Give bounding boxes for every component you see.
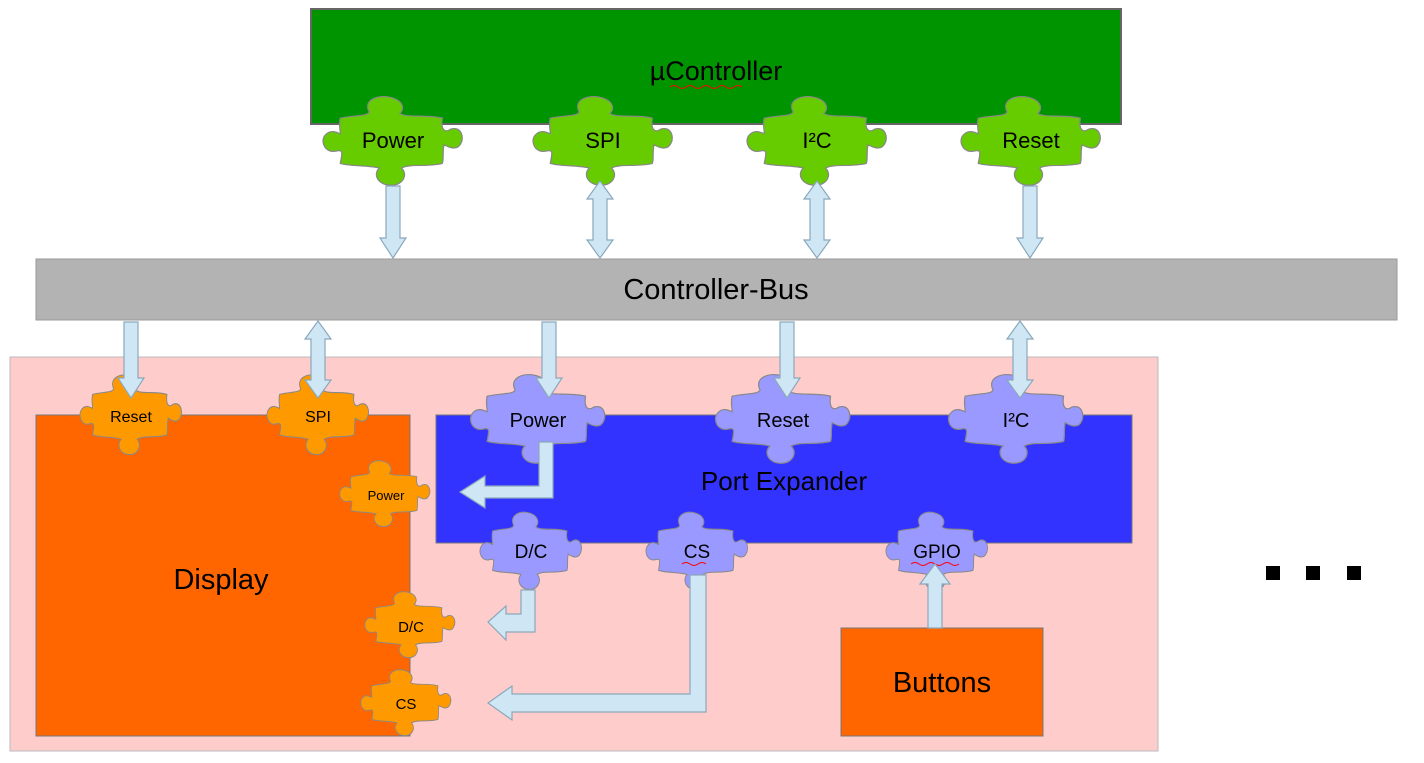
- microcontroller-title-underline: [669, 85, 743, 89]
- arrow-buttons-to-gpio: [918, 563, 952, 629]
- svg-text:Reset: Reset: [1002, 128, 1059, 153]
- arrow-mcu-power-down: [378, 185, 408, 260]
- port-expander-pin-power: Power: [469, 373, 606, 464]
- port-expander-pin-gpio: GPIO: [885, 511, 989, 590]
- svg-text:D/C: D/C: [515, 542, 548, 563]
- mcu-pin-i2c: I²C: [746, 95, 887, 186]
- svg-text:SPI: SPI: [585, 128, 620, 153]
- arrow-bus-power-expander: [534, 321, 564, 400]
- display-pin-cs: CS: [360, 669, 452, 737]
- mcu-pin-reset: Reset: [960, 95, 1101, 186]
- port-expander-pin-dc: D/C: [479, 511, 583, 590]
- arrow-mcu-spi-both: [585, 179, 615, 260]
- ellipsis-more: [1266, 566, 1361, 580]
- svg-text:Power: Power: [510, 410, 567, 432]
- svg-text:Reset: Reset: [110, 409, 152, 426]
- port-expander-pin-i2c: I²C: [947, 373, 1084, 464]
- svg-text:GPIO: GPIO: [913, 542, 961, 563]
- mcu-pin-power: Power: [322, 95, 463, 186]
- arrow-mcu-i2c-both: [802, 179, 832, 260]
- arrow-mcu-reset-down: [1015, 185, 1045, 260]
- svg-text:D/C: D/C: [398, 619, 424, 636]
- microcontroller-title: µController: [650, 56, 783, 86]
- controller-bus-label: Controller-Bus: [623, 274, 808, 306]
- arrow-bus-reset-expander: [772, 321, 802, 400]
- buttons-box: [840, 627, 1044, 737]
- port-expander-pin-reset: Reset: [714, 373, 851, 464]
- svg-text:I²C: I²C: [1003, 410, 1030, 432]
- svg-text:Power: Power: [362, 128, 424, 153]
- port-expander-title: Port Expander: [701, 466, 868, 496]
- display-pin-power: Power: [339, 460, 431, 528]
- mcu-pin-spi: SPI: [532, 95, 673, 186]
- arrow-bus-i2c-expander: [1005, 319, 1035, 400]
- svg-text:CS: CS: [684, 542, 710, 563]
- display-title: Display: [173, 564, 269, 596]
- svg-text:Power: Power: [368, 488, 406, 503]
- arrow-dc-to-display: [487, 589, 536, 642]
- arrow-bus-spi-display: [303, 319, 333, 400]
- display-pin-dc: D/C: [364, 591, 456, 659]
- display-pin-spi: SPI: [266, 374, 370, 456]
- svg-text:I²C: I²C: [802, 128, 831, 153]
- controller-bus: [35, 258, 1398, 321]
- microcontroller-box: [310, 8, 1122, 125]
- buttons-label: Buttons: [893, 667, 991, 699]
- arrow-cs-to-display: [486, 574, 707, 722]
- cs-underline: [681, 562, 707, 566]
- display-pin-reset: Reset: [79, 374, 183, 456]
- port-expander-pin-cs: CS: [645, 511, 749, 590]
- svg-text:CS: CS: [396, 696, 417, 713]
- display-box: [35, 414, 411, 737]
- arrow-bus-reset-display: [116, 321, 146, 400]
- svg-text:Reset: Reset: [757, 410, 810, 432]
- arrow-power-to-display: [458, 441, 554, 510]
- svg-text:SPI: SPI: [305, 409, 331, 426]
